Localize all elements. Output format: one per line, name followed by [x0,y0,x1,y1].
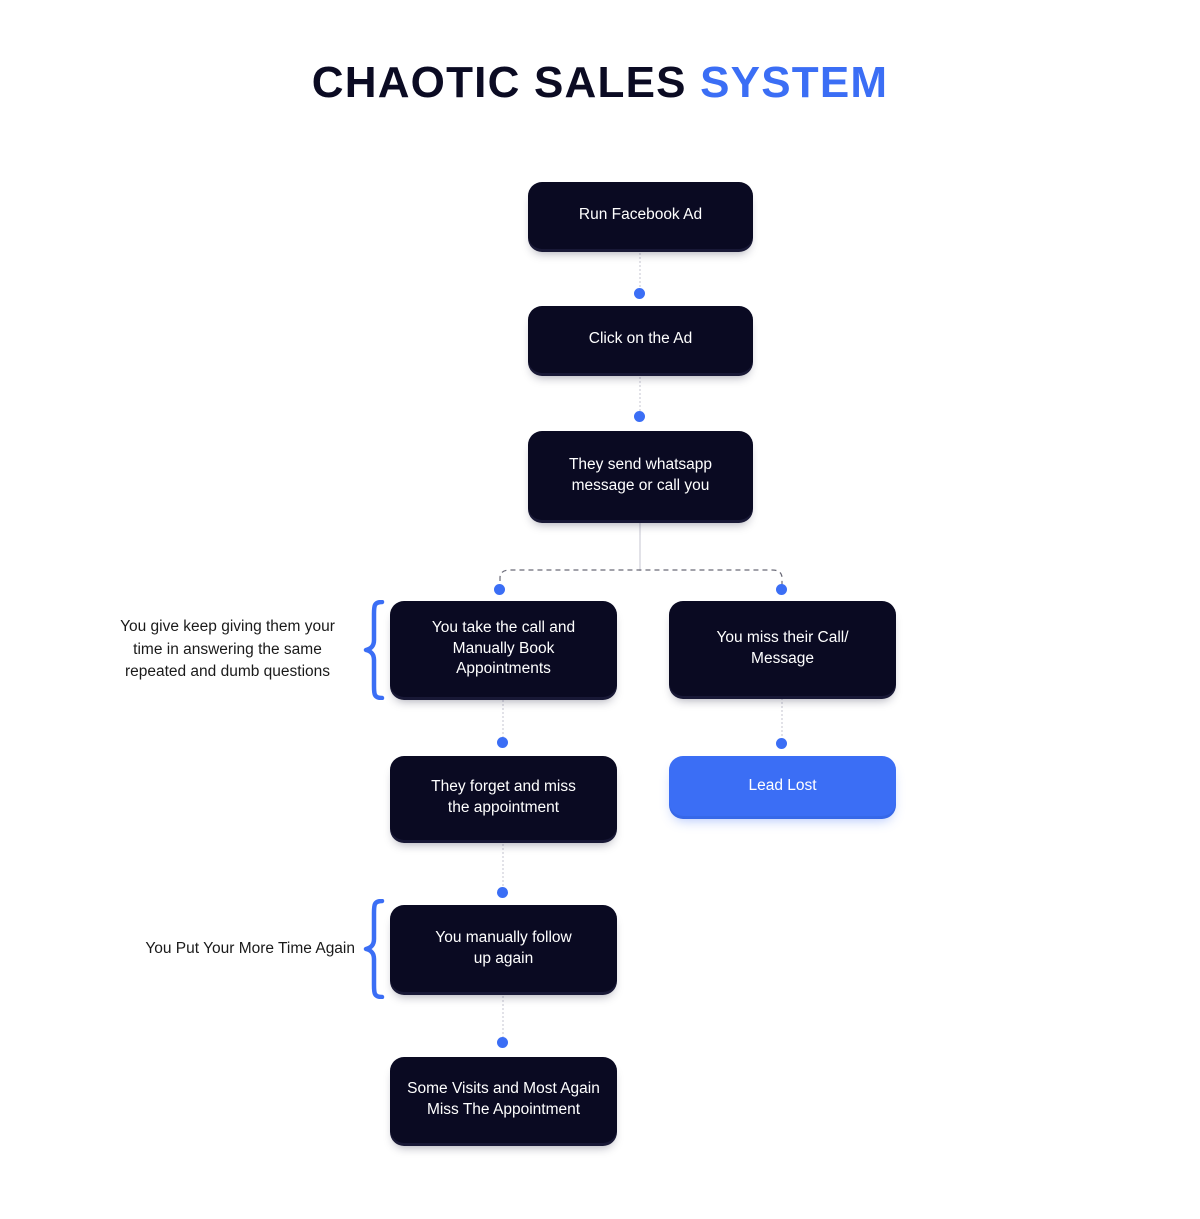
node-run-facebook-ad[interactable]: Run Facebook Ad [528,182,753,249]
node-miss-their-call[interactable]: You miss their Call/ Message [669,601,896,696]
connector-dot-4 [776,584,787,595]
curly-brace-icon [363,600,385,700]
node-some-visits[interactable]: Some Visits and Most Again Miss The Appo… [390,1057,617,1143]
node-send-whatsapp[interactable]: They send whatsapp message or call you [528,431,753,520]
annotation-time-drain: You give keep giving them your time in a… [100,600,385,700]
annotation-more-time: You Put Your More Time Again [100,899,385,999]
curly-brace-icon [363,899,385,999]
connector-dot-1 [634,288,645,299]
node-take-the-call[interactable]: You take the call and Manually Book Appo… [390,601,617,697]
connector-dot-8 [497,1037,508,1048]
connector-dot-2 [634,411,645,422]
connector-dot-7 [497,887,508,898]
title-plain-text: CHAOTIC SALES [311,58,701,107]
node-click-on-the-ad[interactable]: Click on the Ad [528,306,753,373]
node-manually-follow-up[interactable]: You manually follow up again [390,905,617,992]
title-accent-text: SYSTEM [700,58,889,107]
connector-dot-6 [776,738,787,749]
annotation-time-drain-text: You give keep giving them your time in a… [120,618,335,681]
node-forget-and-miss[interactable]: They forget and miss the appointment [390,756,617,840]
annotation-more-time-text: You Put Your More Time Again [145,939,355,957]
connector-dot-5 [497,737,508,748]
node-lead-lost[interactable]: Lead Lost [669,756,896,816]
connector-dot-3 [494,584,505,595]
page-title: CHAOTIC SALES SYSTEM [0,58,1200,108]
